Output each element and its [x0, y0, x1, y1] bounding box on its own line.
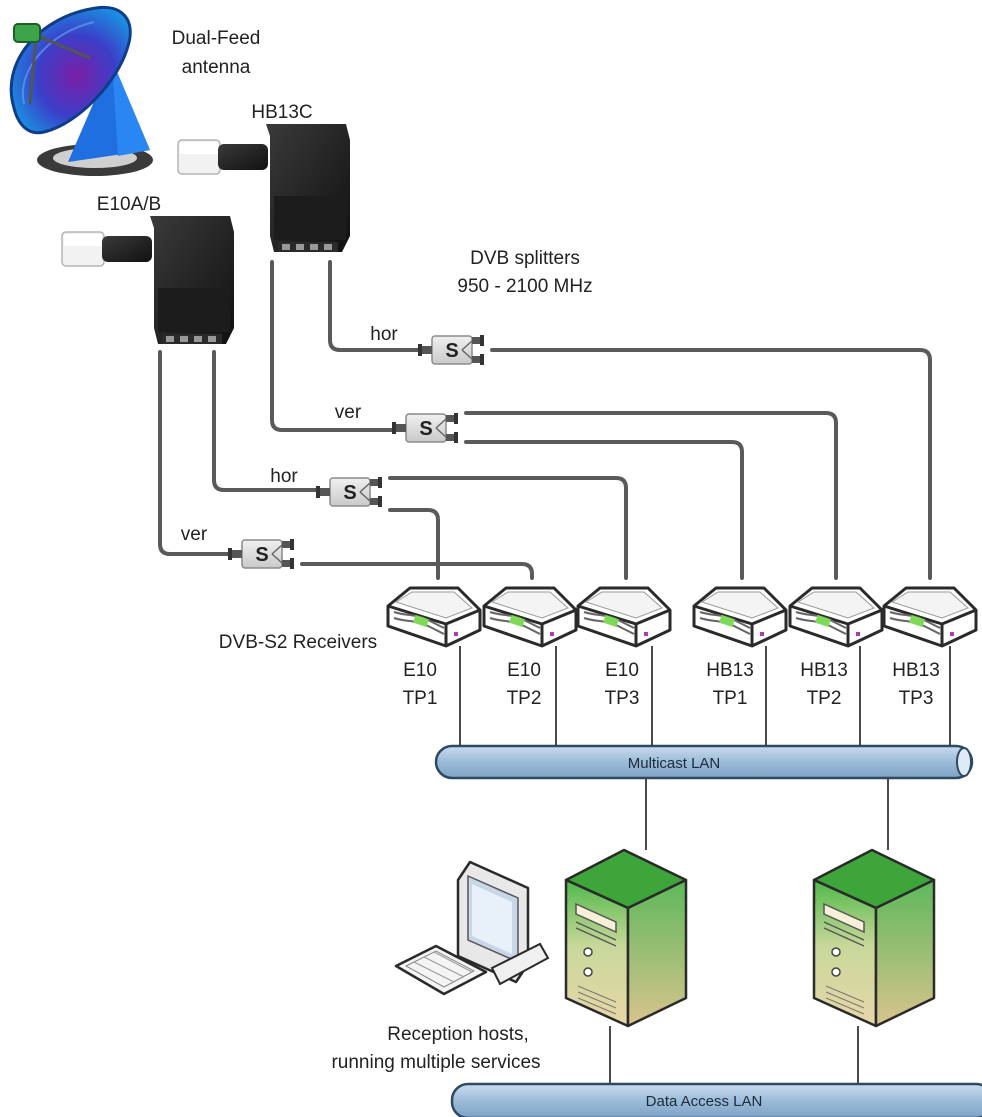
- receiver-hb13-tp1-icon: [692, 586, 788, 648]
- antenna-label-line2: antenna: [182, 57, 251, 78]
- receiver-lan-links: [459, 646, 951, 748]
- splitter-hb13c-ver-icon: S: [391, 412, 459, 444]
- cable-e10-ver: [158, 350, 230, 556]
- receiver-label: TP2: [507, 688, 542, 709]
- splitter-symbol: S: [445, 340, 458, 362]
- coax-cables: [158, 260, 932, 580]
- receiver-label: HB13: [800, 660, 848, 681]
- antenna-label: Dual-Feed: [172, 28, 261, 49]
- dish-antenna-icon: [9, 5, 153, 176]
- workstation-icon: [394, 860, 550, 996]
- splitter-symbol: S: [343, 482, 356, 504]
- receiver-label: TP3: [605, 688, 640, 709]
- receiver-hb13-tp3-icon: [882, 586, 978, 648]
- receiver-e10-tp3-icon: [576, 586, 672, 648]
- lnb-hb13c-label: HB13C: [251, 102, 312, 123]
- receiver-label: E10: [507, 660, 541, 681]
- cable-hor-e10-tp3: [388, 476, 628, 580]
- lnb-e10ab-icon: [61, 215, 235, 345]
- splitter-symbol: S: [255, 544, 268, 566]
- splitter-e10-ver-icon: S: [227, 538, 295, 570]
- splitters-title: DVB splitters: [470, 248, 580, 269]
- receiver-label: E10: [403, 660, 437, 681]
- label-hor-hb13c: hor: [370, 324, 398, 345]
- cable-e10-hor: [212, 350, 318, 492]
- receiver-label: TP3: [899, 688, 934, 709]
- receiver-labels: E10 TP1 E10 TP2 E10 TP3 HB13 TP1 HB13 TP…: [403, 660, 940, 709]
- label-ver-e10: ver: [181, 524, 208, 545]
- receiver-label: TP1: [403, 688, 438, 709]
- receiver-hb13-tp2-icon: [788, 586, 884, 648]
- receiver-e10-tp1-icon: [386, 586, 482, 648]
- server-2-icon: [812, 848, 936, 1028]
- cable-hb13c-hor: [328, 260, 420, 352]
- cable-hor-hb13-tp3: [490, 348, 932, 580]
- cable-ver-hb13-tp2: [464, 411, 838, 580]
- receiver-label: HB13: [892, 660, 940, 681]
- receivers-title: DVB-S2 Receivers: [219, 632, 377, 653]
- server-1-icon: [564, 848, 688, 1028]
- receiver-label: E10: [605, 660, 639, 681]
- splitter-hb13c-hor-icon: S: [417, 334, 485, 366]
- splitter-e10-hor-icon: S: [315, 476, 383, 508]
- data-access-lan-label: Data Access LAN: [646, 1093, 763, 1110]
- multicast-lan-bus: [434, 744, 974, 780]
- hosts-label: Reception hosts,: [387, 1024, 529, 1045]
- splitter-symbol: S: [419, 418, 432, 440]
- cable-hb13c-ver: [270, 260, 394, 432]
- receiver-label: TP1: [713, 688, 748, 709]
- receiver-e10-tp2-icon: [482, 586, 578, 648]
- data-access-lan-bus: [450, 1082, 982, 1117]
- lnb-e10ab-label: E10A/B: [97, 194, 161, 215]
- receiver-label: HB13: [706, 660, 754, 681]
- cable-ver-hb13-tp1: [464, 440, 744, 580]
- cable-hor-e10-tp1: [388, 508, 440, 580]
- label-ver-hb13c: ver: [335, 402, 362, 423]
- hosts-label-line2: running multiple services: [331, 1052, 540, 1073]
- cable-ver-e10-tp2: [300, 562, 534, 580]
- receiver-label: TP2: [807, 688, 842, 709]
- label-hor-e10: hor: [270, 466, 298, 487]
- splitters-frequency: 950 - 2100 MHz: [457, 276, 592, 297]
- multicast-lan-label: Multicast LAN: [628, 755, 721, 772]
